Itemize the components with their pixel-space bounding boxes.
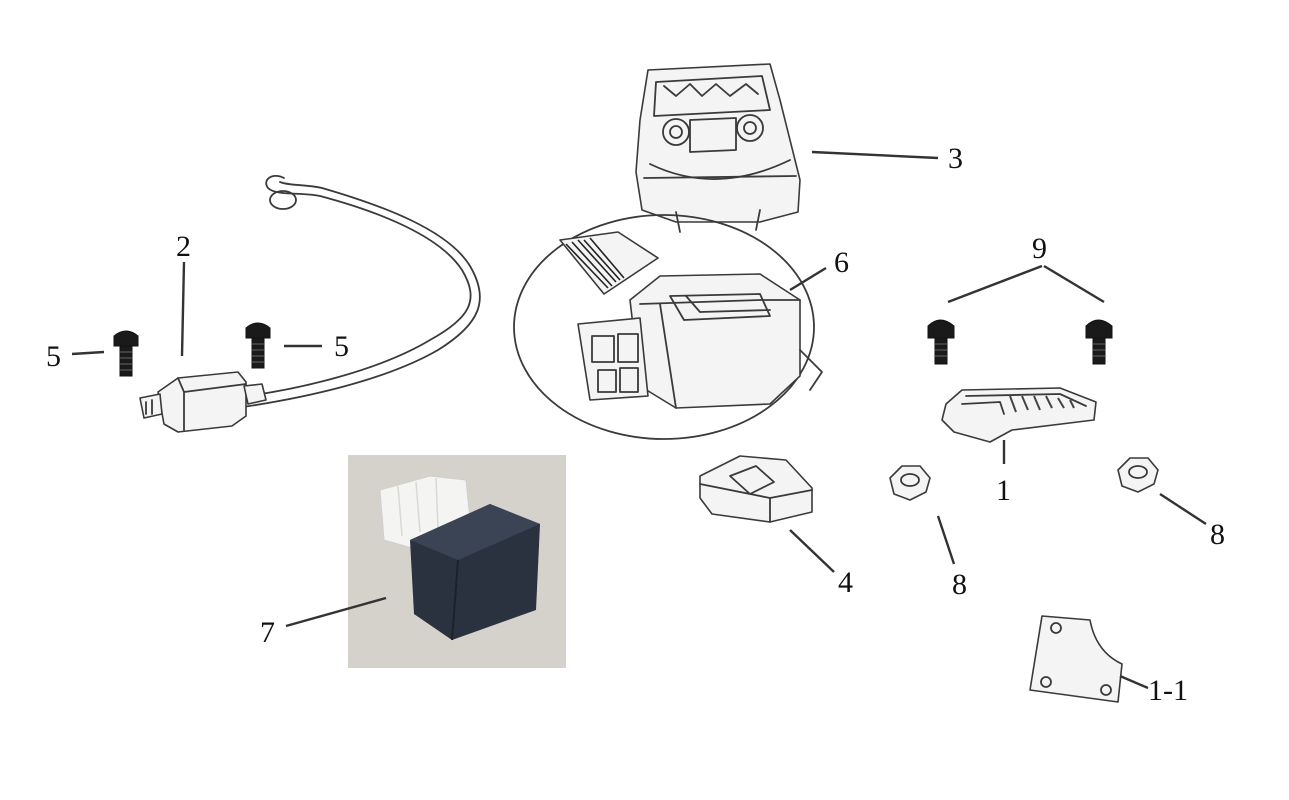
callout-4: 4	[838, 566, 853, 599]
cover-icon	[699, 455, 813, 523]
callout-5-right: 5	[334, 330, 349, 363]
callout-6: 6	[834, 246, 849, 279]
callout-1: 1	[996, 474, 1011, 507]
bolt-icon	[1085, 319, 1113, 365]
ignition-coil-icon	[139, 175, 481, 433]
leader-lines	[71, 150, 1207, 690]
callout-8-right: 8	[1210, 518, 1225, 551]
nut-icon	[889, 465, 931, 501]
relay-icon	[635, 63, 801, 233]
plate-icon	[1029, 615, 1123, 703]
callout-1-1: 1-1	[1148, 674, 1188, 707]
callout-8-left: 8	[952, 568, 967, 601]
screw-icon	[113, 330, 139, 377]
bolt-icon	[927, 319, 955, 365]
callout-3: 3	[948, 142, 963, 175]
callout-9: 9	[1032, 232, 1047, 265]
rectifier-icon	[941, 387, 1097, 443]
callout-numbers: 2 5 5 3 6 9 1 8 8 4 7 1-1	[46, 142, 1225, 707]
photo-icon	[348, 455, 566, 668]
callout-5-left: 5	[46, 340, 61, 373]
nut-icon	[1117, 457, 1159, 493]
screw-icon	[245, 322, 271, 369]
connector-icon	[513, 214, 823, 440]
callout-2: 2	[176, 230, 191, 263]
callout-7: 7	[260, 616, 275, 649]
